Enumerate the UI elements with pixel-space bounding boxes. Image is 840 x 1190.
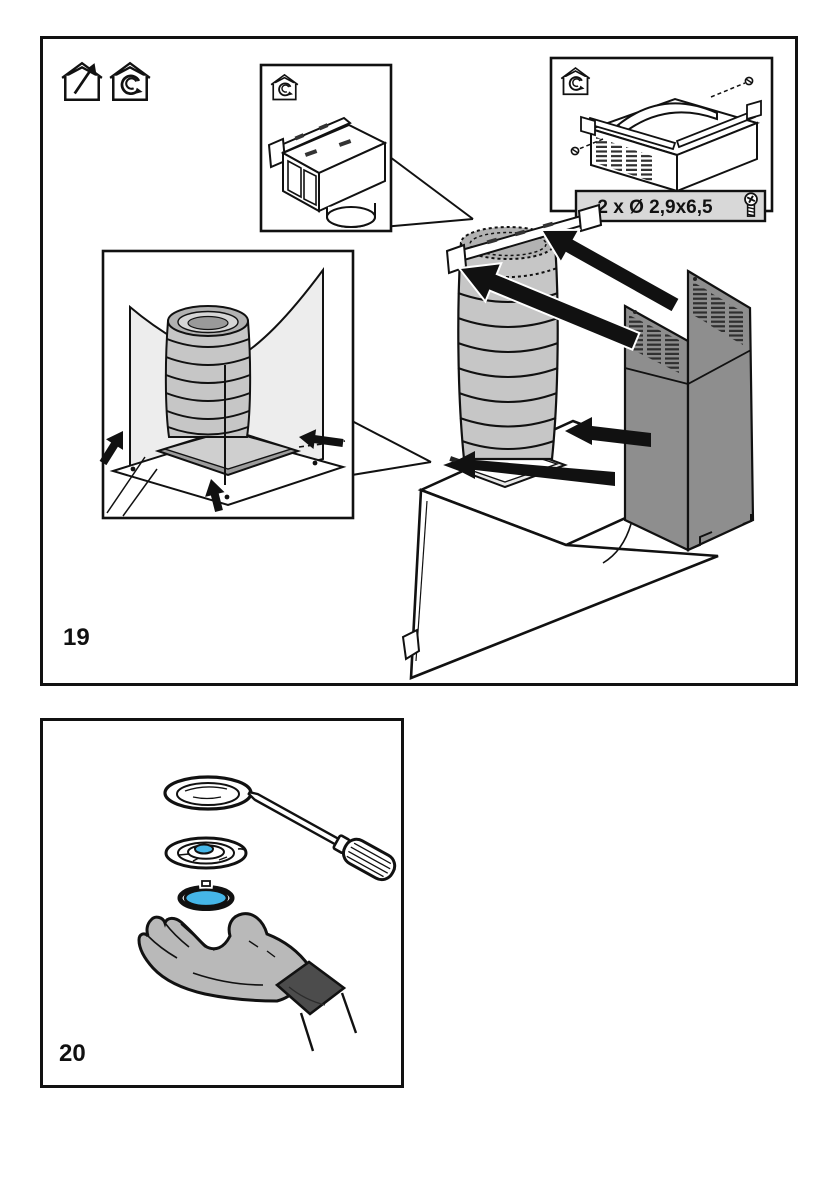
step-20-panel: 20 (40, 718, 404, 1088)
inset-chimney-upper: 2 x Ø 2,9x6,5 (549, 56, 774, 223)
power-cable (602, 523, 632, 564)
screw-spec-label: 2 x Ø 2,9x6,5 (597, 197, 713, 218)
step-19-panel: 2 x Ø 2,9x6,5 (40, 36, 798, 686)
assembly-arrows (448, 228, 682, 486)
step-19-number: 19 (63, 624, 90, 651)
house-recirculation-icon (108, 61, 152, 102)
lamp-holder (164, 836, 248, 870)
flexible-duct-main (457, 226, 559, 461)
blue-lamp (177, 880, 235, 912)
wrist-line (299, 1012, 315, 1052)
step-19-illustration: 2 x Ø 2,9x6,5 (60, 56, 774, 680)
house-exhaust-icon (60, 61, 104, 102)
screw-marks (570, 76, 754, 156)
lamp-cover-ring (163, 775, 253, 811)
chimney-upper-drawing (570, 76, 762, 193)
chimney-cover (602, 269, 755, 564)
fixing-arrows (99, 429, 344, 512)
lamp-glimpse (194, 843, 214, 855)
mode-icons (60, 61, 152, 102)
inset-air-deflector (259, 63, 474, 233)
air-deflector-drawing (267, 116, 388, 228)
inset-duct-in-chimney (99, 249, 432, 520)
step-20-illustration: 20 (59, 775, 397, 1067)
screw-spec-bar: 2 x Ø 2,9x6,5 (574, 189, 767, 223)
wrist-line (340, 992, 358, 1034)
duct-bracket (445, 203, 603, 275)
step-20-number: 20 (59, 1040, 86, 1067)
protective-glove (137, 912, 358, 1052)
glove-cuff (274, 960, 347, 1016)
flexible-duct-small (164, 305, 252, 438)
screwdriver (247, 790, 397, 882)
